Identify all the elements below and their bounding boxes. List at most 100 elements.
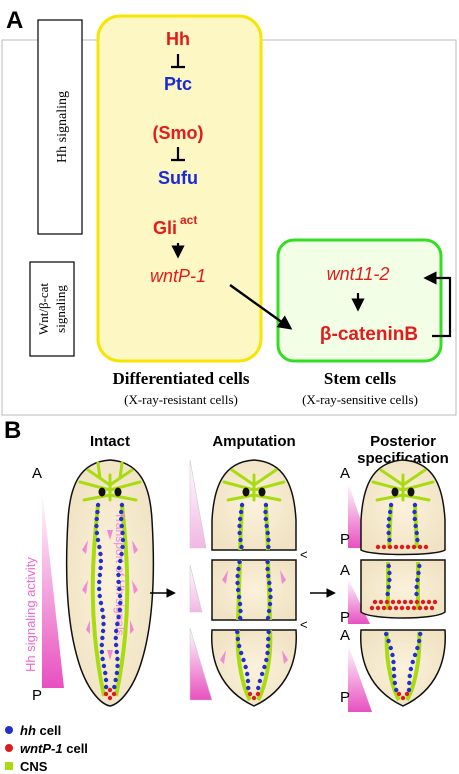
hh-cell [120, 544, 125, 550]
posterior-title-line2: specification [357, 450, 449, 467]
legend-hh-marker [5, 726, 13, 734]
differentiated-cells-box [96, 14, 263, 363]
hh-cell [265, 615, 271, 621]
hh-cell [98, 600, 104, 606]
legend: hh cell wntP-1 cell CNS [5, 723, 88, 774]
hh-node: Hh [166, 29, 190, 49]
wntp1-cell [390, 599, 396, 605]
hh-cell [101, 614, 106, 620]
hh-cell [263, 509, 268, 515]
feedback-loop-arrow [423, 271, 452, 338]
hh-cell [268, 587, 273, 593]
hh-cell [268, 594, 273, 600]
post-axis-a-2: A [340, 562, 350, 579]
wntp1-cell [107, 687, 113, 693]
intact-axis-p: P [32, 687, 42, 704]
intact-axis-a: A [32, 465, 42, 482]
hh-cell [246, 685, 251, 691]
hh-cell [239, 544, 244, 550]
post-gradient-tail [348, 644, 372, 712]
hh-cell [235, 587, 241, 593]
wntp1-cell [402, 599, 408, 605]
hh-cell [266, 537, 271, 543]
hh-cell [97, 544, 102, 550]
hh-cell [383, 631, 389, 637]
hh-cell [119, 523, 124, 529]
hh-cell [266, 573, 271, 579]
legend-cns-label: CNS [20, 759, 48, 774]
hh-cell [96, 586, 102, 592]
differentiated-cells-subcaption: (X-ray-resistant cells) [124, 392, 238, 407]
wntp1-cell [111, 691, 117, 697]
hh-cell [115, 663, 120, 669]
hh-cell [387, 509, 393, 515]
hh-cell [235, 636, 241, 642]
hh-cell [119, 509, 124, 515]
hh-cell [116, 579, 121, 585]
hh-cell [408, 666, 414, 672]
intact-activity-gradient [42, 488, 64, 688]
hh-cell [114, 649, 120, 655]
hh-cell [414, 584, 419, 590]
hh-cell [117, 593, 123, 599]
wntp1-cell [251, 695, 257, 701]
hh-cell [256, 685, 261, 691]
stem-cells-caption: Stem cells [324, 369, 397, 388]
hh-cell [235, 573, 240, 579]
hh-cell [237, 559, 242, 565]
hh-cell [116, 614, 121, 620]
wntp1-cell [404, 691, 410, 697]
hh-cell [244, 671, 250, 677]
hh-cell [100, 607, 105, 613]
wntp1-cell [408, 599, 414, 605]
hh-cell [391, 659, 396, 665]
smo-sufu-inhibit [171, 147, 185, 162]
hh-cell [412, 502, 418, 508]
hh-cell [264, 657, 269, 663]
gli-act-superscript: act [180, 213, 197, 227]
hh-cell [117, 607, 122, 613]
hh-cell [386, 638, 391, 644]
hh-cell [114, 670, 120, 676]
cut-mark-2: < [300, 617, 308, 632]
hh-cell [386, 530, 391, 536]
wntp1-cell [375, 544, 381, 550]
intact-worm: Transport of Hh signals [65, 459, 155, 707]
hh-cell [100, 635, 105, 641]
hh-cell [97, 572, 103, 578]
hh-cell [266, 629, 271, 635]
hh-cell [238, 537, 243, 543]
hh-cell [415, 645, 420, 651]
hh-cell [394, 687, 399, 693]
hh-cell [412, 516, 417, 522]
hh-cell [416, 570, 421, 576]
hh-cell [245, 678, 251, 684]
hh-cell [113, 642, 119, 648]
hh-cell [410, 659, 415, 665]
hh-cell [412, 652, 418, 658]
intact-title: Intact [90, 433, 130, 450]
hh-cell [414, 530, 419, 536]
wntp1-cell [381, 544, 387, 550]
hh-cell [387, 537, 392, 543]
wntp1-cell [411, 544, 417, 550]
stem-cells-subcaption: (X-ray-sensitive cells) [302, 392, 418, 407]
wntp1-cell [417, 605, 423, 611]
hh-cell [416, 638, 422, 644]
hh-cell [418, 631, 423, 637]
wntp1-betacat-arrow [229, 284, 293, 330]
hh-cell [267, 580, 272, 586]
wntp1-cell [375, 605, 381, 611]
legend-wntp1-marker [5, 744, 13, 752]
hh-cell [386, 563, 391, 569]
hh-cell [117, 586, 122, 592]
post-axis-p-3: P [340, 689, 350, 706]
hh-cell [238, 608, 243, 614]
hh-cell [118, 600, 123, 606]
hh-cell [98, 565, 103, 571]
wntp1-cell [393, 544, 399, 550]
hh-cell [103, 684, 109, 690]
hh-cell [387, 577, 392, 583]
hh-cell [115, 621, 120, 627]
hh-cell [113, 677, 118, 683]
